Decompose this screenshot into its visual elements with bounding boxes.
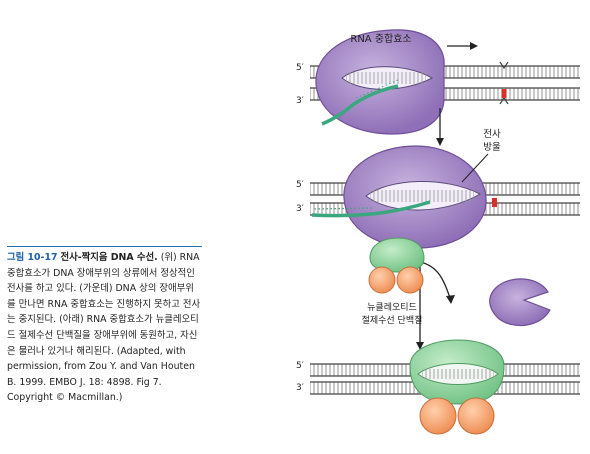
panel-bottom: 5′ 3′ [296,339,580,435]
strand-3-label: 3′ [296,96,304,106]
damage-site-middle [492,198,497,207]
strand-5-label: 5′ [296,63,304,73]
figure-number: 그림 10-17 [7,252,58,263]
figure-caption: 그림 10-17 전사-짝지음 DNA 수선. (위) RNA 중합효소가 DN… [7,246,202,406]
strand-5-label-bottom: 5′ [296,361,304,371]
strand-5-label-mid: 5′ [296,180,304,190]
ner-label-1: 뉴클레오티드 [367,302,417,313]
polymerase-label: RNA 중합효소 [350,33,411,45]
stall-label-2: 방울 [483,142,501,153]
dissociated-polymerase [489,278,551,327]
strand-3-label-mid: 3′ [296,204,304,214]
stall-label-1: 전사 [483,129,501,140]
figure-title: 전사-짝지음 DNA 수선. [60,252,158,263]
ner-subunit-left [419,397,457,435]
ner-subunit-right [457,397,495,435]
damage-site-top [501,89,507,98]
caption-body: (위) RNA 중합효소가 DNA 장애부위의 상류에서 정상적인 전사를 하고… [7,252,201,404]
ner-protein-free [368,237,425,294]
branch-arrow [419,261,451,299]
rna-transcript-middle [311,200,431,218]
strand-3-label-bottom: 3′ [296,383,304,393]
panel-top: 5′ 3′ RNA 중합효소 [296,29,580,135]
rna-transcript-top [321,84,399,126]
stall-pointer [461,153,489,183]
ner-label-2: 절제수선 단백질 [362,314,423,326]
panel-middle: 5′ 3′ 전사 방울 [296,129,580,249]
caption-rule [7,246,202,247]
